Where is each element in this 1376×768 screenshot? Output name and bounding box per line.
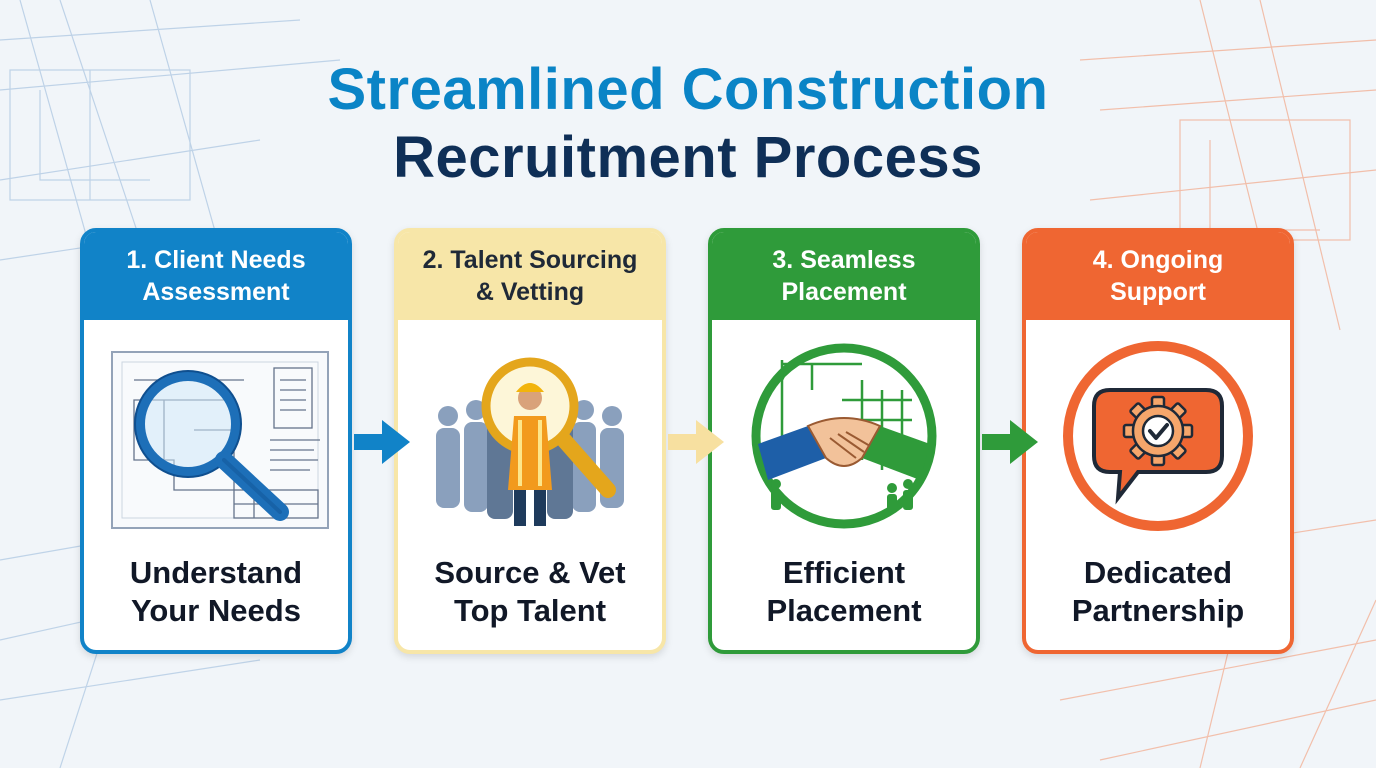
- step-title-4: 4. Ongoing Support: [1092, 246, 1224, 306]
- step-header-1: 1. Client Needs Assessment: [84, 232, 348, 320]
- step-title-3: 3. Seamless Placement: [772, 246, 916, 306]
- step-card-3: 3. Seamless Placement Efficient Placemen…: [708, 228, 980, 654]
- step-title-1: 1. Client Needs Assessment: [126, 246, 306, 306]
- arrow-right-icon: [668, 420, 724, 464]
- arrow-right-icon: [982, 420, 1038, 464]
- step-card-2: 2. Talent Sourcing & Vetting Source & Ve…: [394, 228, 666, 654]
- gear-check-chat-icon: [1063, 341, 1253, 531]
- step-body-4: Dedicated Partnership: [1071, 555, 1245, 628]
- page-title-line-2: Recruitment Process: [393, 125, 983, 190]
- step-card-1: 1. Client Needs Assessment Understand Yo…: [80, 228, 352, 654]
- step-header-2: 2. Talent Sourcing & Vetting: [398, 232, 662, 320]
- step-body-1: Understand Your Needs: [129, 555, 303, 628]
- step-title-2: 2. Talent Sourcing & Vetting: [422, 246, 638, 306]
- step-body-3: Efficient Placement: [766, 555, 922, 628]
- step-header-4: 4. Ongoing Support: [1026, 232, 1290, 320]
- workers-magnifier-icon: [436, 357, 624, 526]
- step-card-4: 4. Ongoing Support Dedicated Partnership: [1022, 228, 1294, 654]
- handshake-icon: [751, 343, 937, 529]
- page-title-line-1: Streamlined Construction: [327, 57, 1049, 122]
- arrow-right-icon: [354, 420, 410, 464]
- step-body-2: Source & Vet Top Talent: [434, 555, 626, 628]
- magnifier-blueprint-icon: [111, 351, 329, 529]
- step-header-3: 3. Seamless Placement: [712, 232, 976, 320]
